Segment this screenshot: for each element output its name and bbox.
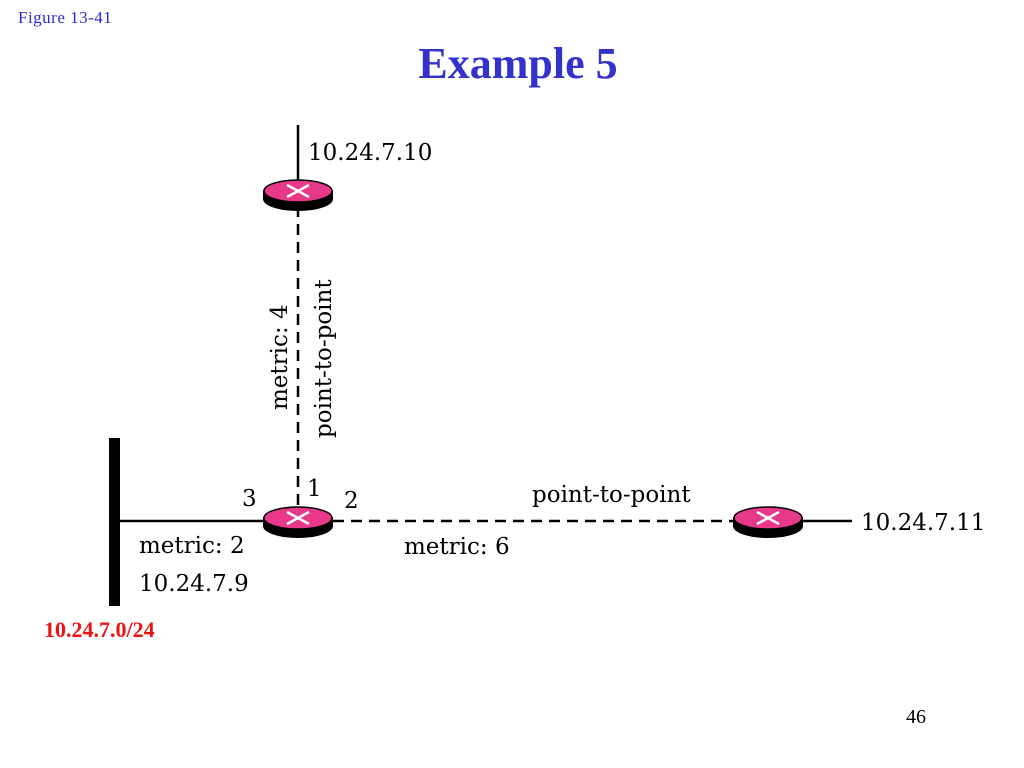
figure-caption: Figure 13-41: [18, 8, 113, 27]
network-prefix-label: 10.24.7.0/24: [44, 617, 155, 642]
center-router-icon: [263, 506, 333, 538]
interface-vertical-number: 1: [307, 476, 322, 502]
interface-horizontal-number: 2: [344, 488, 359, 514]
horizontal-link-metric: metric: 6: [404, 534, 510, 560]
slide-title: Example 5: [418, 39, 618, 88]
vertical-link-metric: metric: 4: [267, 304, 293, 410]
top-router-icon: [263, 179, 333, 211]
interface-stub-number: 3: [242, 486, 257, 512]
page-number: 46: [906, 706, 926, 728]
right-router-icon: [733, 506, 803, 538]
network-bus: [109, 438, 120, 606]
vertical-link-type: point-to-point: [311, 279, 337, 438]
right-router-address: 10.24.7.11: [861, 510, 985, 536]
horizontal-link-type: point-to-point: [532, 482, 691, 508]
top-router-address: 10.24.7.10: [308, 140, 432, 166]
center-router-address: 10.24.7.9: [139, 571, 249, 597]
stub-link-metric: metric: 2: [139, 533, 245, 559]
